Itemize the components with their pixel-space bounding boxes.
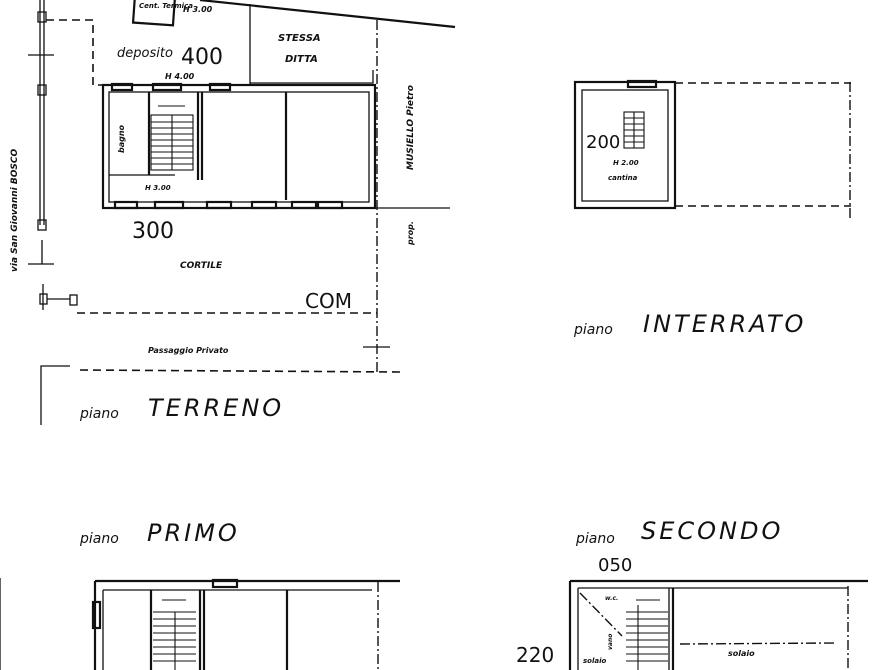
plan-primo: piano PRIMO — [0, 519, 400, 670]
label-centrale-height: H 3.00 — [183, 5, 213, 14]
code-building: 300 — [132, 219, 174, 244]
label-prop: prop. — [406, 221, 415, 246]
label-passaggio: Passaggio Privato — [148, 346, 229, 355]
code-top: 050 — [598, 555, 632, 576]
floor-title-primo: PRIMO — [147, 519, 240, 547]
label-deposito-height: H 4.00 — [165, 72, 195, 81]
label-ditta: DITTA — [285, 54, 318, 65]
staircase-interrato — [623, 111, 645, 149]
gate-symbol — [39, 284, 78, 310]
room-cantina — [573, 80, 677, 210]
code-deposito: 400 — [181, 45, 223, 70]
label-solaio-right: solaio — [728, 649, 755, 658]
label-solaio-left: solaio — [583, 657, 606, 665]
staircase-terreno — [150, 105, 194, 171]
label-bagno: bagno — [117, 124, 126, 153]
plan-secondo: piano SECONDO 050 w.c. vano solaio solai… — [516, 517, 868, 670]
plan-terreno: Cent. Termica H 3.00 STESSA DITTA deposi… — [10, 0, 456, 425]
room-centrale-termica — [131, 0, 177, 27]
code-cantina: 200 — [586, 132, 620, 153]
floor-label-prefix: piano — [575, 531, 615, 547]
label-wc: w.c. — [605, 595, 618, 602]
plan-interrato: 200 H 2.00 cantina piano INTERRATO — [573, 79, 851, 338]
label-stessa: STESSA — [278, 33, 321, 44]
code-side: 220 — [516, 643, 554, 667]
label-vano: vano — [607, 634, 614, 650]
staircase-primo — [153, 599, 196, 670]
label-centrale-termica: Cent. Termica — [139, 2, 193, 10]
floor-title-terreno: TERRENO — [148, 394, 284, 422]
property-boundary — [199, 0, 456, 29]
windows-bottom — [113, 200, 344, 210]
label-stair-height: H 3.00 — [145, 184, 171, 192]
label-neighbour: MUSIELLO Pietro — [406, 85, 416, 170]
label-cortile: CORTILE — [180, 261, 223, 271]
label-deposito: deposito — [117, 46, 173, 61]
label-cantina: cantina — [608, 174, 638, 182]
floor-title-secondo: SECONDO — [641, 517, 783, 545]
label-street: via San Giovanni BOSCO — [10, 149, 20, 272]
label-cantina-height: H 2.00 — [613, 159, 639, 167]
floor-label-prefix: piano — [79, 531, 119, 547]
floor-label-prefix: piano — [79, 406, 119, 422]
floor-label-prefix: piano — [573, 322, 613, 338]
floor-title-interrato: INTERRATO — [643, 310, 806, 338]
code-cortile: COM — [305, 289, 352, 313]
building-outline-terreno — [101, 83, 377, 210]
staircase-secondo — [626, 599, 668, 670]
